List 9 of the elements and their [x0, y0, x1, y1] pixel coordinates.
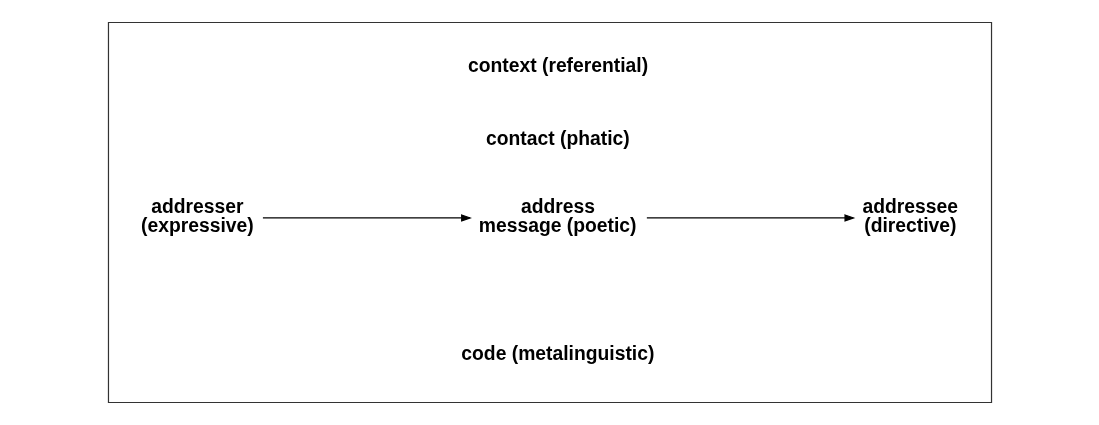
label: contact (phatic) [485, 128, 630, 150]
node-text: addressee (directive) [861, 195, 958, 237]
node-text: address message (poetic) [478, 195, 636, 237]
arrow [261, 214, 472, 222]
label: code (metalinguistic) [460, 343, 654, 365]
label: context (referential) [467, 54, 648, 76]
node-text: addresser (expressive) [140, 195, 254, 237]
cluster [107, 21, 992, 404]
arrow [645, 214, 855, 222]
